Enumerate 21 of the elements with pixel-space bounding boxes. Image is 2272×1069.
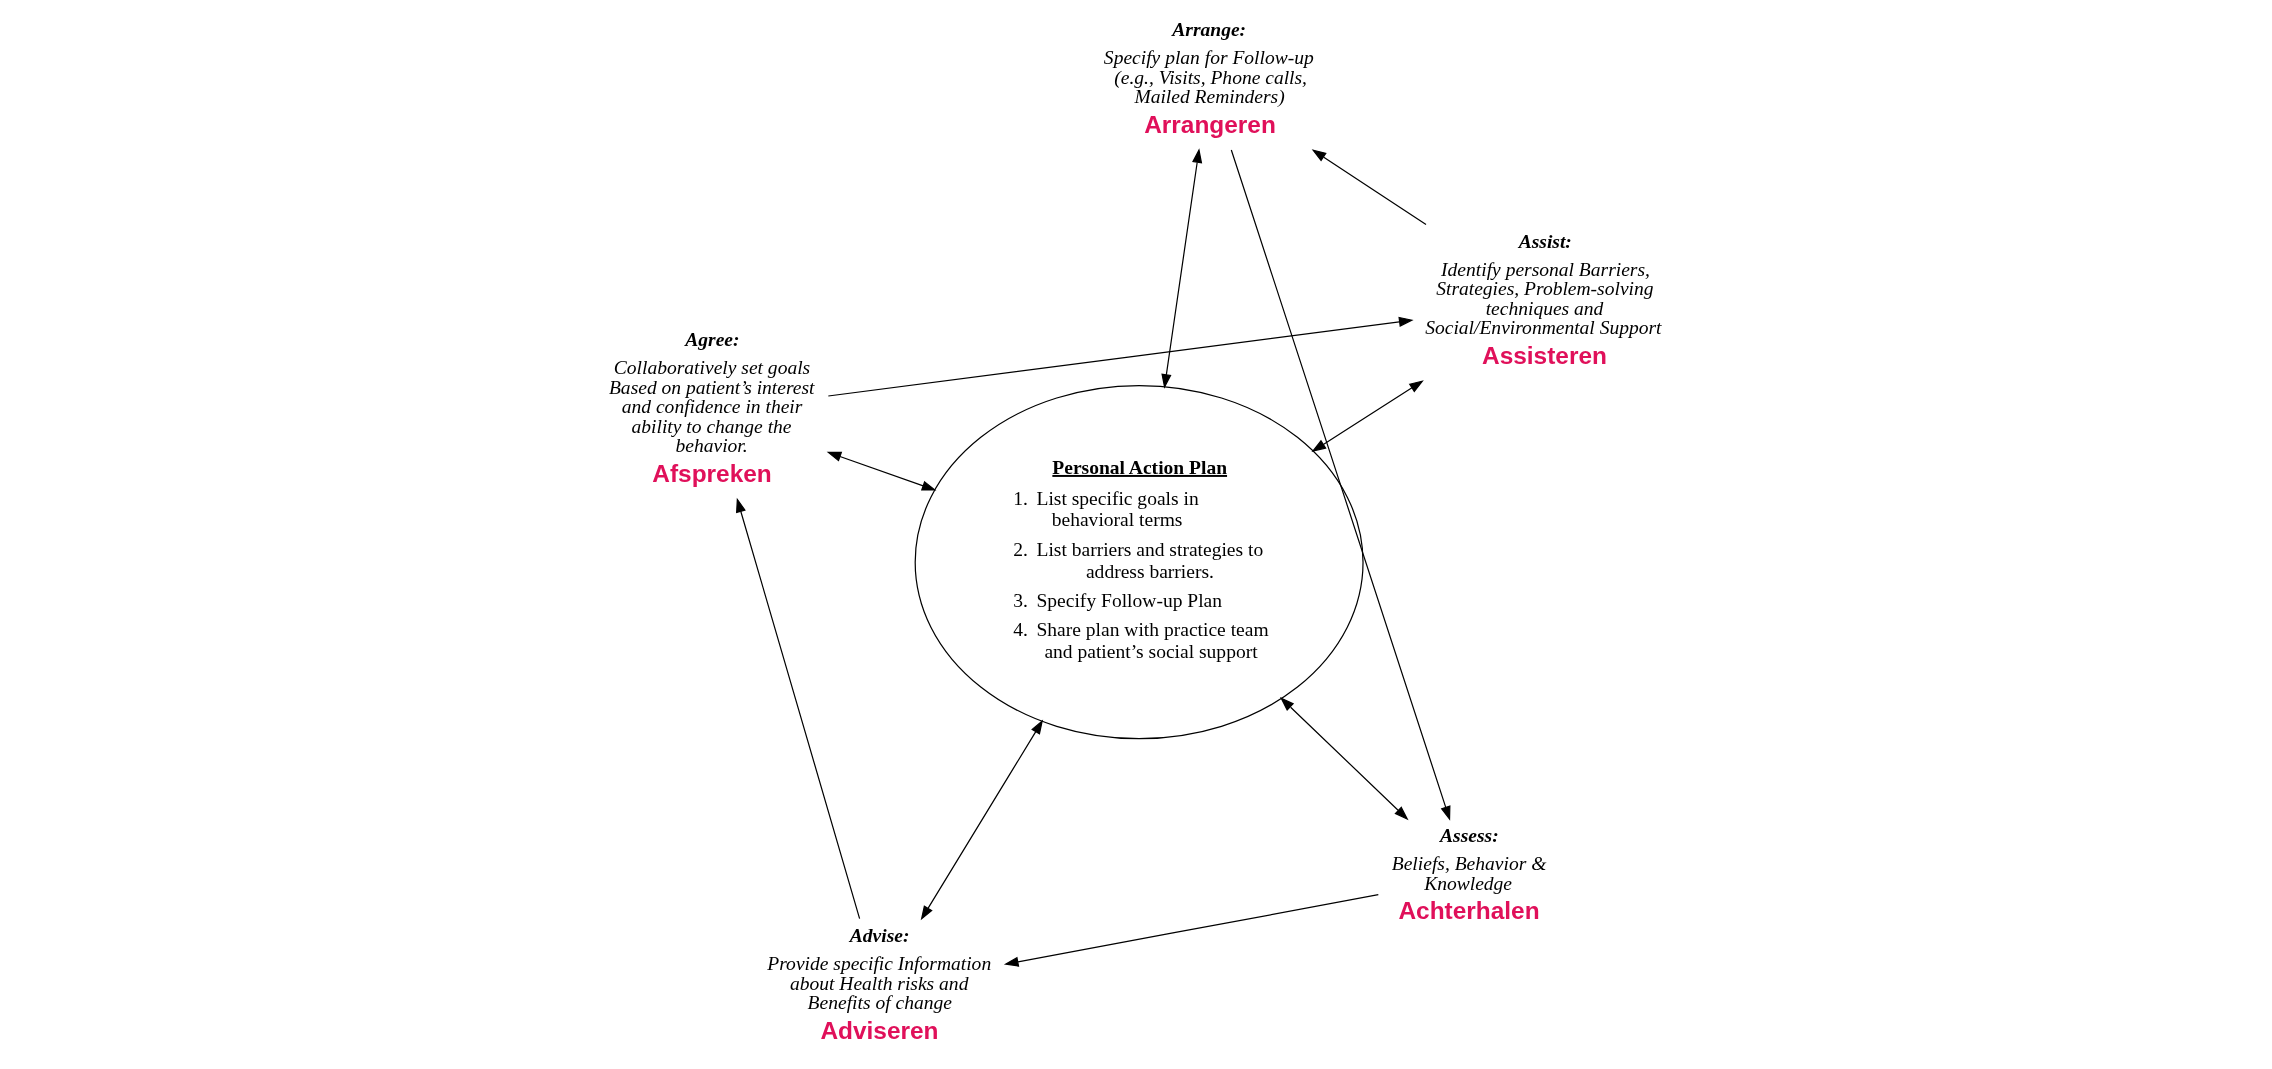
node-ellipse: Personal Action Plan 1. List specific goals in behavioral terms 2. List barriers and strategies to address barriers. 3. Specify Follow-up Plan 4. Share plan with practice team and patient’s social support xyxy=(914,385,1364,740)
node-text: Assist: Identify personal Barriers, Strategies, Problem-solving techniques and Social/Environmental Support xyxy=(1424,230,1662,339)
node-label: Afspreken xyxy=(651,460,772,488)
arrow xyxy=(1230,149,1450,821)
node-text: Advise: Provide specific Information about Health risks and Benefits of change xyxy=(766,925,991,1014)
arrow xyxy=(920,719,1043,921)
node-text: Assess: Beliefs, Behavior & Knowledge xyxy=(1391,825,1546,894)
node-label: Achterhalen xyxy=(1397,897,1540,925)
arrow xyxy=(1279,697,1409,821)
node-text: Agree: Collaboratively set goals Based on patient’s interest and confidence in their ability to change the behavior. xyxy=(608,329,815,457)
arrow xyxy=(827,316,1414,397)
arrow xyxy=(826,451,936,491)
arrow xyxy=(1310,380,1424,453)
node-label: Arrangeren xyxy=(1143,110,1276,138)
node-text: Arrange: Specify plan for Follow-up (e.g., Visits, Phone calls, Mailed Reminders) xyxy=(1103,18,1314,108)
node-label: Assisteren xyxy=(1481,341,1607,369)
arrow xyxy=(1160,148,1202,389)
arrow xyxy=(735,497,860,920)
arrow xyxy=(1311,149,1427,226)
node-label: Adviseren xyxy=(819,1016,939,1044)
arrow xyxy=(1003,894,1379,967)
